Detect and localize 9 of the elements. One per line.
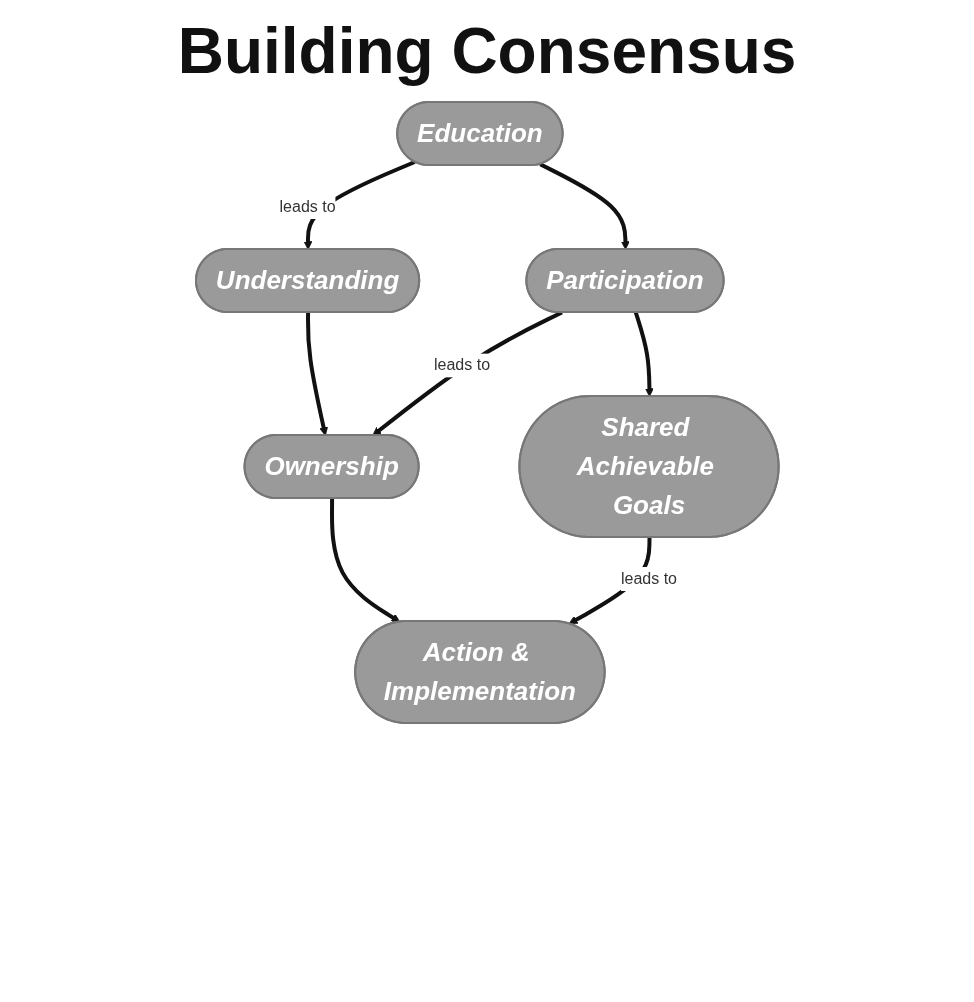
arrow bbox=[372, 310, 563, 436]
edge-label: leads to bbox=[620, 569, 677, 587]
title: Building Consensus bbox=[176, 14, 798, 88]
arrow bbox=[305, 312, 328, 436]
edge-label: leads to bbox=[433, 356, 490, 374]
arrow bbox=[633, 311, 654, 397]
arrow bbox=[539, 162, 630, 250]
arrow bbox=[329, 498, 400, 623]
edge-label: leads to bbox=[279, 198, 336, 215]
